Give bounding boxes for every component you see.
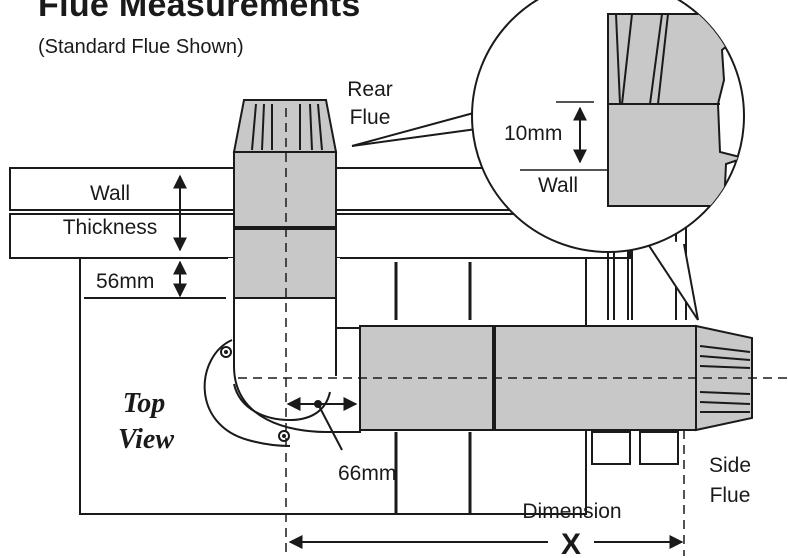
dim-56-label: 56mm xyxy=(96,270,154,293)
top-view-label-2: View xyxy=(118,424,174,455)
rear-flue-terminal xyxy=(232,99,338,153)
diagram-subtitle: (Standard Flue Shown) xyxy=(38,36,244,58)
dim-10-label: 10mm xyxy=(504,122,562,145)
wall-detail-label: Wall xyxy=(538,174,578,197)
rear-flue-label: Rear xyxy=(347,78,393,101)
side-flue-label: Side xyxy=(709,454,751,477)
wall-thickness-label: Wall xyxy=(90,182,130,205)
rear-flue-duct xyxy=(233,151,337,299)
wall-thickness-label-2: Thickness xyxy=(63,216,158,239)
top-view-label: Top xyxy=(123,388,166,419)
dimension-x-label: X xyxy=(561,528,581,558)
dim-66-label: 66mm xyxy=(338,462,396,485)
side-flue-label-2: Flue xyxy=(710,484,751,507)
diagram-title: Flue Measurements xyxy=(38,0,361,24)
detail-magnifier xyxy=(471,0,745,321)
dimension-label: Dimension xyxy=(522,500,621,523)
rear-flue-label-2: Flue xyxy=(350,106,391,129)
